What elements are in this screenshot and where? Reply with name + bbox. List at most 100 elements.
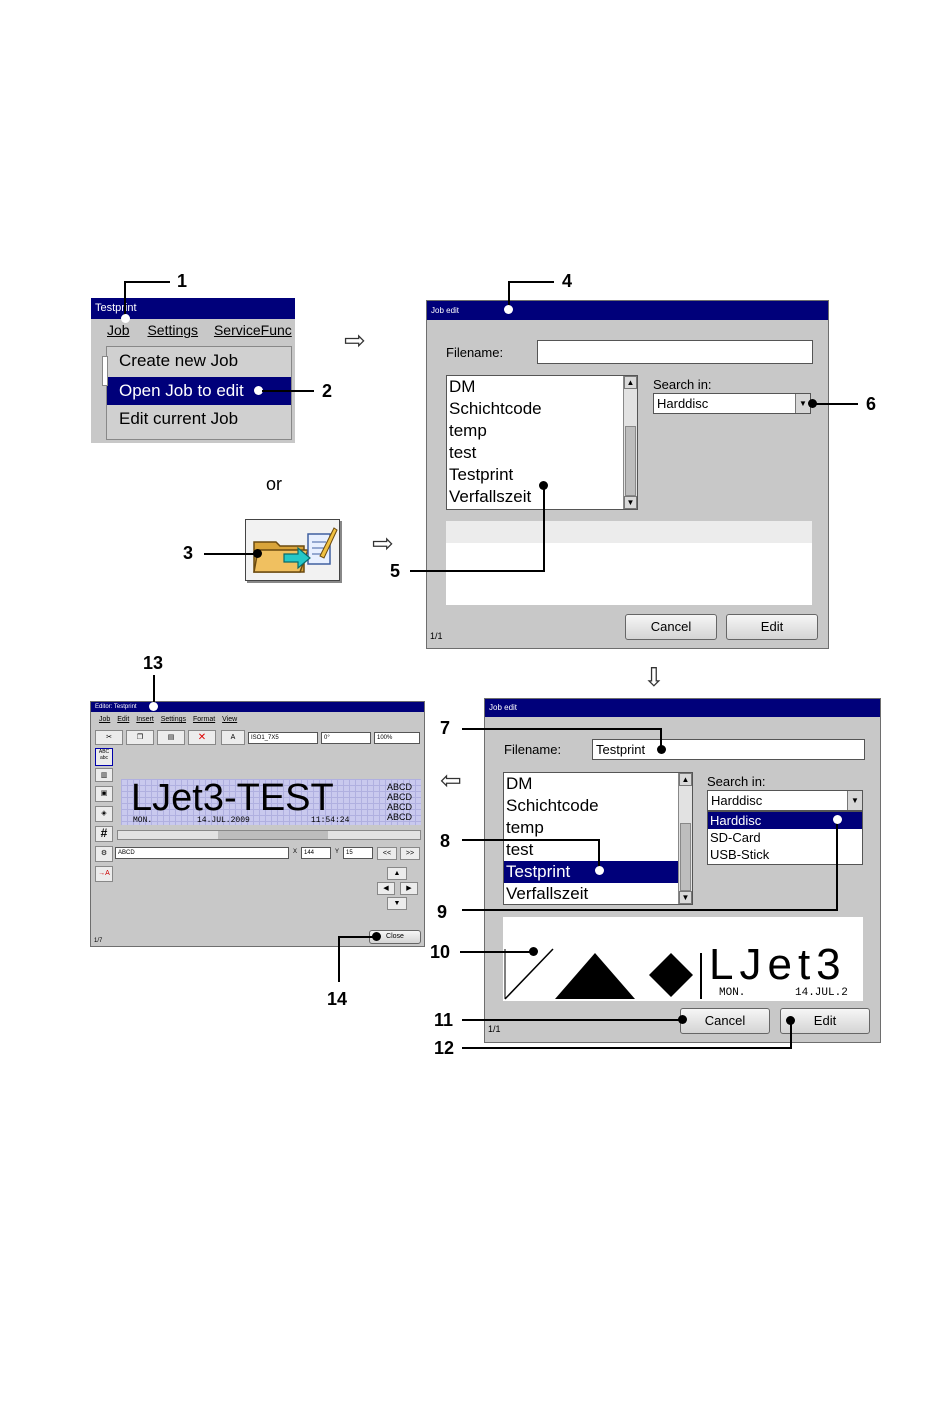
option-harddisc[interactable]: Harddisc	[708, 812, 862, 829]
editor-menu-job[interactable]: Job	[99, 716, 111, 723]
y-field[interactable]: 15	[343, 847, 373, 859]
chevron-down-icon[interactable]: ▼	[847, 791, 862, 810]
x-field[interactable]: 144	[301, 847, 331, 859]
list-item[interactable]: Verfallszeit	[449, 487, 532, 506]
editor-menu-settings[interactable]: Settings	[160, 716, 187, 723]
dialog1-search-select[interactable]: Harddisc ▼	[653, 393, 811, 414]
dialog2-list-scrollbar[interactable]: ▲ ▼	[678, 773, 692, 904]
scroll-up-icon[interactable]: ▲	[624, 376, 637, 389]
dialog1-cancel-button[interactable]: Cancel	[625, 614, 717, 640]
callout-7-line-v	[660, 728, 662, 748]
font-select[interactable]: ISO1_7X5	[248, 732, 318, 744]
font-tool-icon[interactable]: A	[221, 730, 245, 745]
dialog1-edit-button[interactable]: Edit	[726, 614, 818, 640]
dialog2-search-select[interactable]: Harddisc ▼	[707, 790, 863, 811]
callout-14-line-v	[338, 936, 340, 982]
x-value: 144	[304, 850, 315, 856]
callout-7-number: 7	[440, 718, 451, 738]
angle-select[interactable]: 0°	[321, 732, 371, 744]
dialog1-list-scrollbar[interactable]: ▲ ▼	[623, 376, 637, 509]
y-value: 15	[346, 850, 353, 856]
list-item[interactable]: DM	[506, 774, 533, 793]
chevron-down-icon[interactable]: ▼	[795, 394, 810, 413]
image-tool-icon[interactable]: ▣	[95, 786, 113, 802]
move-right-icon[interactable]: ▶	[400, 882, 418, 895]
dialog2-edit-button[interactable]: Edit	[780, 1008, 870, 1034]
move-left-icon[interactable]: ◀	[377, 882, 395, 895]
editor-canvas[interactable]: LJet3-TEST MON. 14.JUL.2009 11:54:24 ABC…	[121, 779, 421, 825]
option-usb-stick[interactable]: USB-Stick	[710, 847, 770, 862]
editor-hscroll[interactable]	[117, 830, 421, 840]
editor-page-indicator: 1/7	[94, 938, 103, 944]
list-item[interactable]: temp	[506, 818, 544, 837]
editor-menu-insert[interactable]: Insert	[136, 716, 154, 723]
menu-servicefunc[interactable]: ServiceFunc	[213, 322, 292, 338]
dialog2-file-list[interactable]: DM Schichtcode temp test Testprint Verfa…	[503, 772, 693, 905]
editor-menu-view[interactable]: View	[222, 716, 238, 723]
callout-9-line-h	[462, 909, 838, 911]
arrow-text-tool-button[interactable]: →A	[95, 866, 113, 882]
move-down-icon[interactable]: ▼	[387, 897, 407, 910]
list-item[interactable]: test	[506, 840, 534, 859]
list-item[interactable]: temp	[449, 421, 487, 440]
canvas-abcd-block: ABCD ABCD ABCD ABCD	[387, 782, 412, 822]
job-dropdown-menu: Create new Job Open Job to edit Edit cur…	[106, 346, 292, 440]
menu-settings[interactable]: Settings	[147, 322, 199, 338]
variable-tool-icon[interactable]: ⚙	[95, 846, 113, 862]
list-item[interactable]: DM	[449, 377, 476, 396]
move-up-icon[interactable]: ▲	[387, 867, 407, 880]
list-item[interactable]: Testprint	[449, 465, 514, 484]
delete-icon[interactable]: ✕	[188, 730, 216, 745]
dialog1-filename-input[interactable]	[537, 340, 813, 364]
list-item-selected[interactable]: Testprint	[504, 861, 678, 883]
option-sd-card[interactable]: SD-Card	[710, 830, 761, 845]
list-item[interactable]: Schichtcode	[449, 399, 542, 418]
editor-close-button[interactable]: Close	[369, 930, 421, 944]
scroll-thumb[interactable]	[625, 426, 636, 496]
callout-4-number: 4	[562, 271, 573, 291]
copy-icon[interactable]: ❐	[126, 730, 154, 745]
barcode-tool-icon[interactable]: ▥	[95, 768, 113, 782]
canvas-abcd: ABCD	[387, 812, 413, 822]
counter-tool-button[interactable]: #	[95, 826, 113, 842]
text-tool-button[interactable]: ABC abc	[95, 748, 113, 766]
scroll-down-icon[interactable]: ▼	[679, 891, 692, 904]
preview-sub1: MON.	[719, 987, 746, 999]
shape-tool-icon[interactable]: ◈	[95, 806, 113, 822]
callout-1-line-v	[124, 281, 126, 319]
dialog2-cancel-button[interactable]: Cancel	[680, 1008, 770, 1034]
menu-item-open-job-to-edit[interactable]: Open Job to edit	[107, 377, 291, 405]
scroll-thumb[interactable]	[680, 823, 691, 891]
paste-icon[interactable]: ▤	[157, 730, 185, 745]
menu-item-create-new-job[interactable]: Create new Job	[119, 351, 239, 370]
prev-button[interactable]: <<	[377, 847, 397, 860]
list-item[interactable]: Verfallszeit	[506, 884, 589, 903]
callout-13-number: 13	[143, 653, 164, 673]
dialog2-filename-input[interactable]: Testprint	[592, 739, 865, 760]
editor-menu-format[interactable]: Format	[192, 716, 216, 723]
next-button[interactable]: >>	[400, 847, 420, 860]
callout-11-dot	[678, 1015, 687, 1024]
cut-icon[interactable]: ✂	[95, 730, 123, 745]
canvas-sub1: MON.	[133, 816, 153, 825]
callout-11-number: 11	[434, 1010, 454, 1030]
menu-item-edit-current-job[interactable]: Edit current Job	[119, 409, 239, 428]
editor-text-field[interactable]: ABCD	[115, 847, 289, 859]
list-item[interactable]: Schichtcode	[506, 796, 599, 815]
scroll-down-icon[interactable]: ▼	[624, 496, 637, 509]
callout-1-line-h	[124, 281, 170, 283]
callout-8-dot	[595, 866, 604, 875]
scroll-up-icon[interactable]: ▲	[679, 773, 692, 786]
list-item[interactable]: test	[449, 443, 477, 462]
dialog2-titlebar: Job edit	[485, 699, 880, 717]
hscroll-thumb[interactable]	[218, 831, 328, 839]
callout-8-line-v	[598, 839, 600, 869]
dialog2-search-value: Harddisc	[711, 793, 763, 808]
callout-2-number: 2	[322, 381, 333, 401]
menu-job[interactable]: Job	[107, 322, 130, 338]
callout-6-number: 6	[866, 394, 877, 414]
editor-menu-edit[interactable]: Edit	[117, 716, 130, 723]
zoom-select[interactable]: 100%	[374, 732, 420, 744]
callout-14-line-h	[338, 936, 376, 938]
callout-7-line-h	[462, 728, 662, 730]
